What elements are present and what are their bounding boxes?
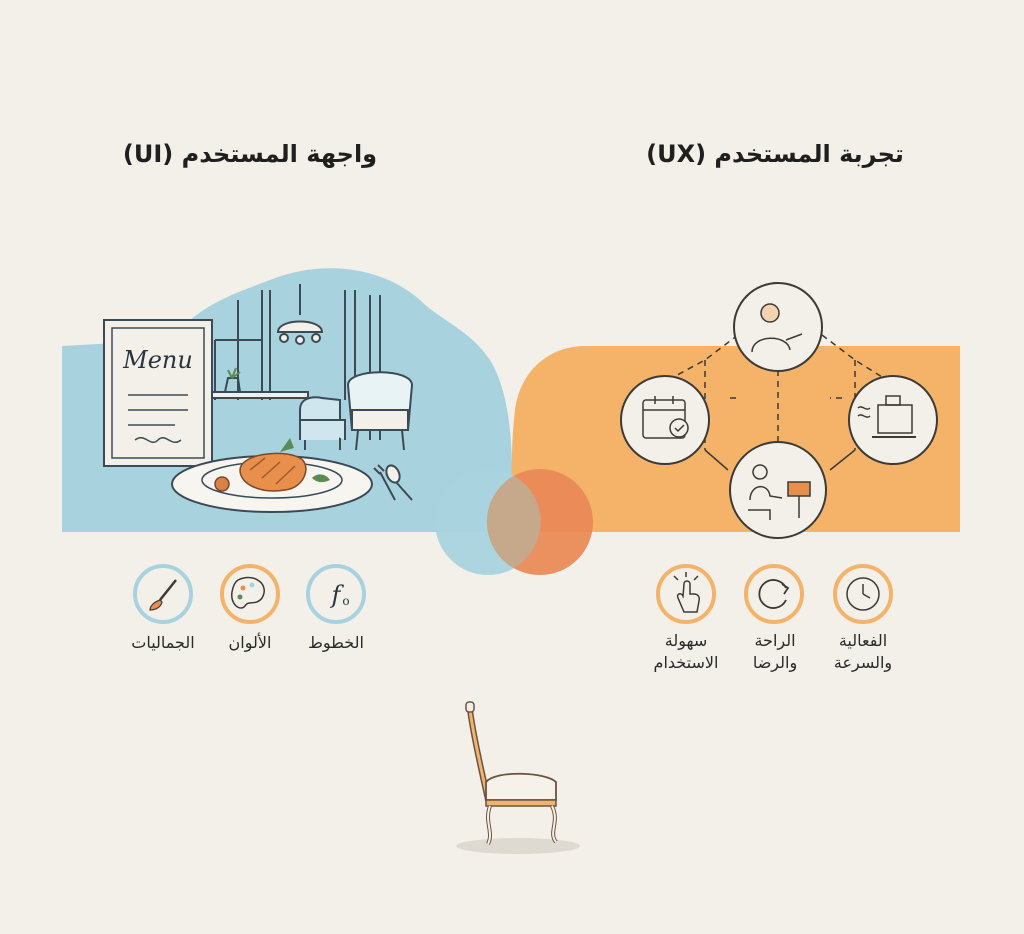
paintbrush-icon xyxy=(133,564,193,624)
color-palette-icon xyxy=(220,564,280,624)
journey-links xyxy=(704,449,856,471)
ux-feature-label-efficiency: الفعالية والسرعة xyxy=(818,630,908,674)
ux-backdrop xyxy=(511,346,960,532)
menu-board: Menu xyxy=(103,319,213,467)
ux-feature-label-efficiency-line1: الفعالية xyxy=(838,631,888,650)
cutlery-icon xyxy=(373,464,413,501)
chair-illustration xyxy=(456,701,580,854)
cash-register-icon xyxy=(848,375,938,465)
dining-guest-icon xyxy=(729,441,827,539)
ui-feature-label-colors: الألوان xyxy=(228,633,272,652)
ux-feature-label-comfort-line2: والرضا xyxy=(752,653,798,672)
venn-diagram xyxy=(435,469,593,575)
customer-service-icon xyxy=(733,282,823,372)
reservation-calendar-icon xyxy=(620,375,710,465)
ui-feature-label-fonts: الخطوط xyxy=(308,633,364,652)
ui-feature-label-aesthetics: الجماليات xyxy=(131,633,195,652)
ux-feature-label-usability-line1: سهولة xyxy=(664,631,708,650)
clock-icon xyxy=(833,564,893,624)
fonts-icon: f o xyxy=(306,564,366,624)
pendant-lamp-icon xyxy=(276,284,324,345)
ux-feature-label-comfort: الراحة والرضا xyxy=(730,630,820,674)
ux-feature-label-comfort-line1: الراحة xyxy=(754,631,796,650)
tap-gesture-icon xyxy=(656,564,716,624)
restaurant-chair-icon xyxy=(299,371,414,451)
plated-dish-icon xyxy=(171,438,373,513)
ux-section-title: تجربة المستخدم (UX) xyxy=(646,140,904,168)
ui-section-title: واجهة المستخدم (UI) xyxy=(122,140,378,168)
menu-board-title: Menu xyxy=(122,346,193,374)
ux-feature-label-usability: سهولة الاستخدام xyxy=(636,630,736,674)
ux-feature-label-usability-line2: الاستخدام xyxy=(653,653,719,672)
ux-feature-label-efficiency-line2: والسرعة xyxy=(833,653,893,672)
refresh-cycle-icon xyxy=(744,564,804,624)
svg-text:o: o xyxy=(342,594,349,608)
